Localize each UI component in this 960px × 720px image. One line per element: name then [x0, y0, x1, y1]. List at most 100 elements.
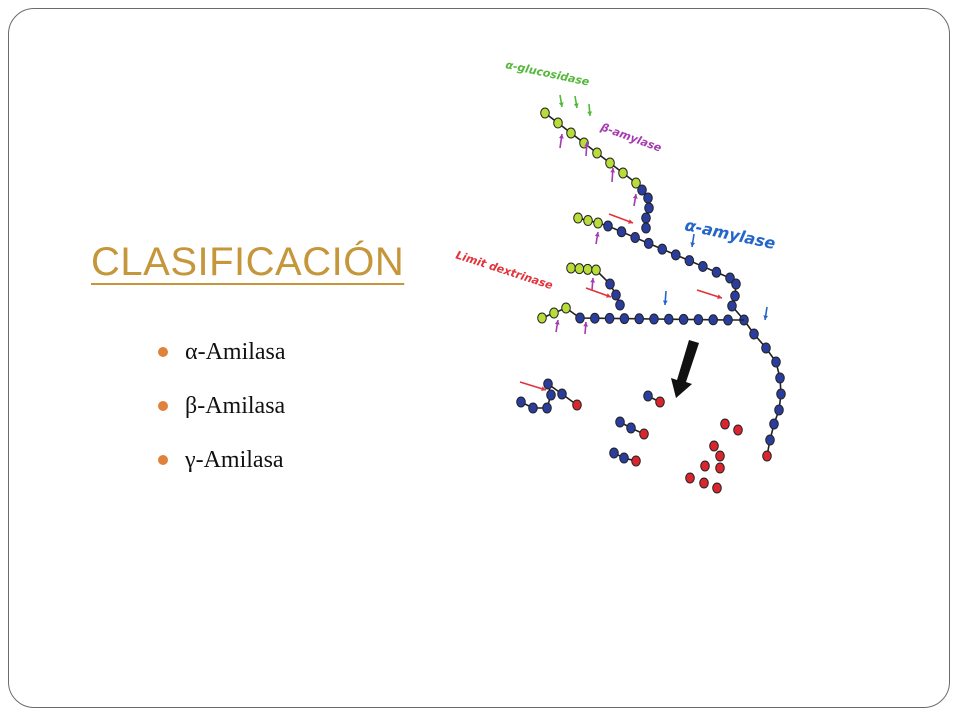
glucose-green	[537, 312, 547, 324]
enzyme-arrowhead-icon	[628, 219, 633, 224]
glucose-blue	[698, 260, 708, 272]
glucose-blue	[774, 404, 784, 416]
glucose-blue	[603, 220, 613, 232]
glucose-blue	[657, 243, 668, 255]
glucose-blue	[528, 402, 538, 414]
glucose-blue	[708, 314, 719, 326]
glucose-red	[685, 472, 695, 484]
bullet-label: γ-Amilasa	[185, 447, 284, 473]
enzyme-arrow-icon	[519, 381, 547, 391]
glucose-blue	[619, 452, 629, 464]
edge-marker	[951, 178, 960, 206]
glucose-red	[733, 424, 743, 436]
glucose-blue	[644, 202, 654, 214]
glucose-blue	[643, 237, 654, 249]
glucose-blue	[749, 328, 759, 340]
glucose-blue	[670, 249, 681, 261]
glucose-blue	[771, 356, 781, 368]
chain-link	[544, 112, 650, 228]
glucose-blue	[626, 422, 636, 434]
amylase-diagram: α-glucosidase β-amylase α-amylase Limit …	[454, 58, 786, 494]
glucose-blue	[649, 313, 659, 325]
glucose-blue	[616, 226, 627, 238]
glucose-green	[582, 263, 593, 275]
enzyme-arrowhead-icon	[717, 294, 722, 299]
glucose-red	[655, 396, 665, 408]
glucose-blue	[769, 418, 779, 430]
enzyme-arrowhead-icon	[594, 232, 600, 237]
bullet-label: α-Amilasa	[185, 339, 286, 365]
enzyme-arrowhead-icon	[584, 142, 590, 147]
glucose-blue	[634, 313, 645, 325]
glucose-green	[561, 302, 571, 314]
glucose-blue	[575, 312, 585, 324]
glucose-green	[549, 307, 559, 319]
glucose-blue	[664, 313, 674, 325]
glucose-blue	[615, 299, 625, 311]
glucose-red	[715, 450, 725, 462]
enzyme-arrowhead-icon	[559, 134, 564, 139]
glucose-green	[573, 212, 583, 224]
glucose-red	[720, 418, 730, 430]
glucose-green	[566, 127, 576, 139]
glucose-blue	[557, 388, 567, 400]
glucose-green	[605, 157, 615, 169]
glucose-green	[591, 264, 601, 276]
glucose-green	[540, 107, 550, 119]
glucose-chains	[537, 107, 786, 462]
enzyme-arrows	[519, 94, 769, 392]
glucose-red	[762, 450, 772, 462]
glucose-blue	[609, 447, 619, 459]
bullet-label: β-Amilasa	[185, 393, 286, 419]
enzyme-arrowhead-icon	[690, 242, 696, 247]
glucose-blue	[775, 372, 785, 384]
glucose-red	[699, 477, 709, 489]
glucose-red	[709, 440, 719, 452]
enzyme-arrowhead-icon	[610, 168, 616, 173]
glucose-blue	[761, 342, 771, 354]
enzyme-arrowhead-icon	[583, 322, 589, 327]
slide-frame	[8, 8, 950, 708]
glucose-blue	[543, 378, 553, 390]
bullet-icon	[158, 455, 168, 465]
bullet-item-alpha-amilasa: α-Amilasa	[158, 330, 286, 384]
glucose-blue	[641, 222, 651, 234]
glucose-blue	[643, 192, 653, 204]
glucose-green	[593, 217, 603, 229]
glucose-blue	[604, 312, 615, 324]
glucose-green	[631, 177, 641, 189]
label-limit-dextrinase: Limit dextrinase	[454, 248, 555, 292]
glucose-blue	[590, 312, 600, 324]
glucose-red	[712, 482, 722, 494]
glucose-blue	[615, 416, 625, 428]
glucose-blue	[611, 289, 621, 301]
fragments	[516, 378, 743, 494]
enzyme-arrowhead-icon	[590, 278, 596, 283]
glucose-blue	[542, 402, 552, 414]
glucose-blue	[765, 434, 775, 446]
glucose-green	[583, 215, 593, 226]
glucose-red	[572, 399, 582, 411]
bullet-item-gamma-amilasa: γ-Amilasa	[158, 438, 286, 492]
glucose-blue	[619, 313, 630, 325]
enzyme-arrowhead-icon	[763, 315, 769, 320]
glucose-blue	[684, 255, 695, 267]
label-alpha-glucosidase: α-glucosidase	[504, 58, 591, 89]
glucose-green	[592, 147, 602, 159]
enzyme-arrowhead-icon	[606, 293, 611, 298]
glucose-blue	[776, 388, 786, 400]
glucose-blue	[641, 212, 651, 224]
bullet-icon	[158, 347, 168, 357]
enzyme-arrowhead-icon	[573, 103, 579, 108]
glucose-blue	[730, 290, 740, 302]
enzyme-arrowhead-icon	[541, 386, 546, 392]
glucose-green	[553, 117, 563, 129]
enzyme-arrow-icon	[585, 287, 612, 298]
glucose-blue	[605, 278, 615, 290]
glucose-red	[631, 455, 641, 467]
glucose-blue	[546, 389, 556, 401]
glucose-blue	[630, 232, 640, 244]
label-beta-amylase: β-amylase	[598, 120, 664, 155]
enzyme-arrowhead-icon	[558, 102, 564, 107]
slide-title: CLASIFICACIÓN	[91, 240, 405, 284]
